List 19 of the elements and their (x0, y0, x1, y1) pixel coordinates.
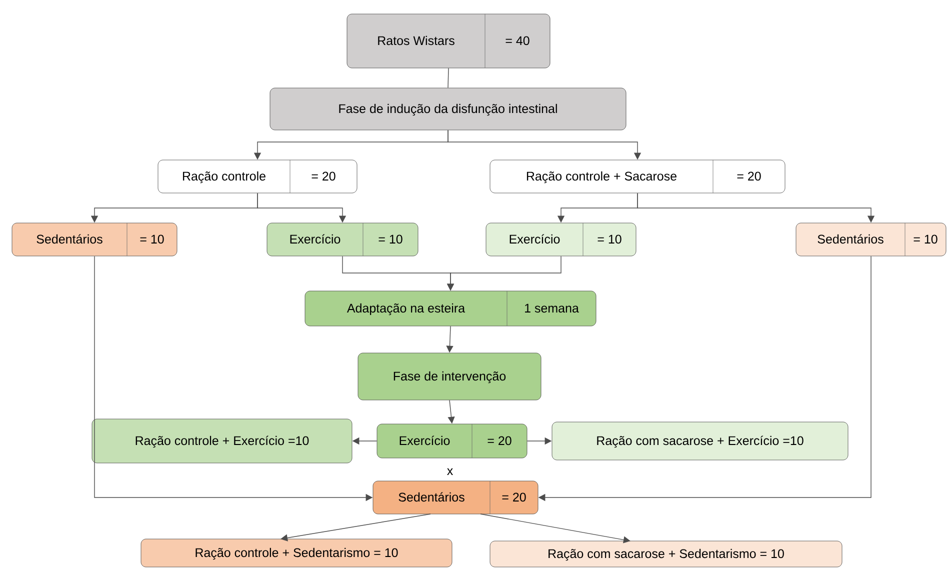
process-box: Ração com sacarose + Sedentarismo = 10 (490, 540, 842, 568)
process-box: Ração controle + Sacarose = 20 (490, 160, 786, 194)
process-box: Exercício = 10 (266, 222, 418, 256)
arrow (480, 514, 630, 544)
process-box: Adaptação na esteira 1 semana (304, 290, 596, 326)
process-box: Fase de indução da disfunção intestinal (270, 88, 626, 130)
process-box: Exercício = 10 (486, 222, 636, 256)
process-box: Ração controle = 20 (158, 160, 358, 194)
process-box: Ração controle + Sedentarismo = 10 (140, 538, 452, 568)
process-box: Sedentários = 10 (12, 222, 178, 256)
process-box: Sedentários = 10 (796, 222, 946, 256)
arrow (280, 514, 431, 542)
process-box: Fase de intervenção (358, 352, 542, 400)
process-box: Ratos Wistars = 40 (346, 14, 550, 68)
process-box: Sedentários = 20 (372, 480, 538, 514)
process-box: Exercício = 20 (376, 424, 528, 458)
process-box: Ração controle + Exercício =10 (92, 418, 352, 464)
note-label: x (447, 468, 453, 475)
process-box: Ração com sacarose + Exercício =10 (552, 422, 848, 460)
